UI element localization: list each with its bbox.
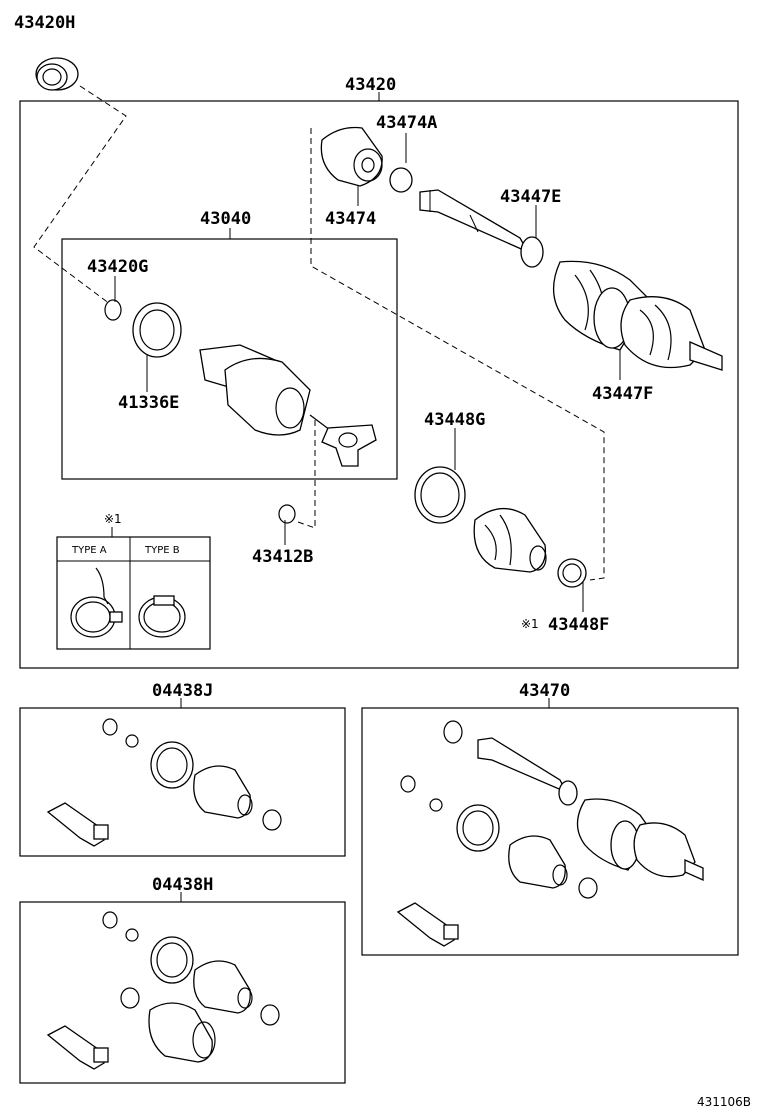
clip-43412B <box>278 504 296 524</box>
label-41336E: 41336E <box>118 393 179 413</box>
label-43420H: 43420H <box>14 13 75 33</box>
label-43474A: 43474A <box>376 113 437 133</box>
drive-shaft-assembly-43470 <box>396 720 704 947</box>
inner-boot-set <box>414 466 587 588</box>
label-43474: 43474 <box>325 209 376 229</box>
inner-joint-43040 <box>104 299 377 467</box>
label-43447F: 43447F <box>592 384 653 404</box>
boot-kit-04438H <box>46 911 280 1070</box>
damper-43474 <box>320 126 383 187</box>
oil-seal-43420H <box>35 57 79 91</box>
boot-kit-04438J <box>46 718 282 847</box>
dashed-guides <box>33 85 605 581</box>
leader-lines <box>111 92 621 902</box>
kit-04438H-frame <box>19 901 346 1084</box>
note-mark-bottom: ※1 <box>521 617 539 631</box>
clamp-type-legend: TYPE A TYPE B <box>56 536 211 650</box>
label-43470: 43470 <box>519 681 570 701</box>
label-43412B: 43412B <box>252 547 313 567</box>
label-43448F: 43448F <box>548 615 609 635</box>
label-43040: 43040 <box>200 209 251 229</box>
clamp-43474A <box>389 167 413 193</box>
type-b-label: TYPE B <box>144 545 180 556</box>
figure-id: 431106B <box>697 1095 751 1109</box>
label-43420: 43420 <box>345 75 396 95</box>
type-a-label: TYPE A <box>71 545 107 556</box>
kit-04438J-frame <box>19 707 346 857</box>
label-43447E: 43447E <box>500 187 561 207</box>
note-mark-top: ※1 <box>104 512 122 526</box>
label-43420G: 43420G <box>87 257 148 277</box>
assembly-43470-frame <box>361 707 739 956</box>
drive-shaft-outer <box>419 189 723 371</box>
label-04438J: 04438J <box>152 681 213 701</box>
label-04438H: 04438H <box>152 875 213 895</box>
label-43448G: 43448G <box>424 410 485 430</box>
